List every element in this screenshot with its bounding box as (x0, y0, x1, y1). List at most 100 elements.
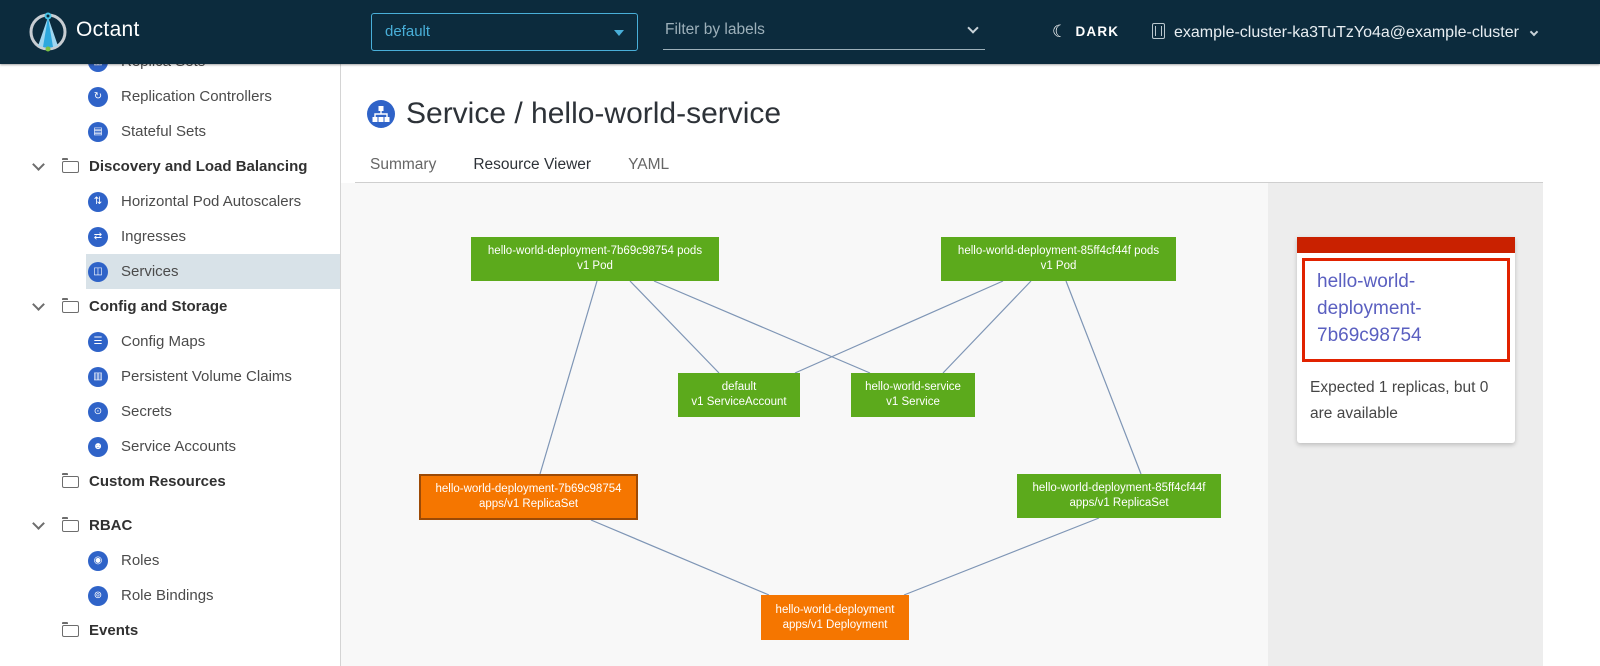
stateful-sets-icon: ▤ (88, 121, 108, 142)
app-title: Octant (76, 18, 140, 41)
sidebar-item-label: Secrets (121, 403, 172, 420)
folder-icon (62, 472, 79, 488)
sidebar-item-ingresses[interactable]: ⇄ Ingresses (86, 219, 340, 254)
node-label: hello-world-deployment-7b69c98754 (435, 483, 622, 495)
sidebar: ▦ Replica Sets ↻Replication Controllers ▤ St… (0, 64, 341, 666)
tab-yaml[interactable]: YAML (628, 156, 670, 173)
caret-down-icon (614, 30, 624, 36)
node-sublabel: v1 Pod (577, 260, 613, 272)
chevron-down-icon[interactable] (32, 298, 45, 311)
graph-edge (1065, 280, 1142, 475)
sidebar-item-label: Discovery and Load Balancing (89, 158, 308, 175)
sidebar-item-label: RBAC (89, 517, 133, 534)
graph-edge (590, 519, 770, 596)
config-maps-icon: ☰ (88, 331, 108, 352)
cluster-icon (1152, 23, 1165, 39)
sidebar-item-label: Services (121, 263, 179, 280)
sidebar-item-role-bindings[interactable]: ⊚ Role Bindings (86, 578, 340, 613)
sidebar-item-custom-resources[interactable]: Custom Resources (0, 464, 340, 499)
sidebar-item-label: Horizontal Pod Autoscalers (121, 193, 302, 210)
graph-edge (653, 280, 871, 374)
detail-panel: hello-world-deployment-7b69c98754 Expect… (1268, 183, 1543, 666)
theme-toggle[interactable]: ☾ DARK (1052, 21, 1119, 41)
service-accounts-icon: ☻ (88, 436, 108, 457)
graph-edge (539, 280, 598, 475)
graph-edges (539, 280, 1142, 596)
status-bar (1297, 237, 1515, 253)
roles-icon: ◉ (88, 550, 108, 571)
sidebar-item-label: Service Accounts (121, 438, 237, 455)
chevron-down-icon[interactable] (967, 22, 979, 34)
sidebar-item-label: Events (89, 622, 139, 639)
graph-edge (794, 280, 1004, 374)
node-sublabel: apps/v1 Deployment (782, 618, 888, 631)
persistent-volume-claims-icon: ▥ (88, 366, 108, 387)
sidebar-item-horizontal-pod-autoscalers[interactable]: ⇅ Horizontal Pod Autoscalers (86, 184, 340, 219)
sidebar-item-events[interactable]: Events (0, 613, 340, 648)
sidebar-item-label: Stateful Sets (121, 123, 207, 140)
folder-icon (62, 157, 79, 173)
resource-link[interactable]: hello-world-deployment-7b69c98754 (1317, 271, 1422, 346)
sidebar-item-label: Ingresses (121, 228, 187, 245)
graph-edge (903, 517, 1100, 596)
node-sublabel: apps/v1 ReplicaSet (1069, 497, 1169, 509)
node-label: hello-world-service (865, 381, 961, 393)
label-filter-input[interactable] (663, 14, 948, 46)
node-label: hello-world-deployment-7b69c98754 pods (487, 245, 703, 257)
sidebar-item-label: Roles (121, 552, 160, 569)
moon-icon: ☾ (1052, 22, 1069, 41)
secrets-icon: ⊙ (88, 401, 108, 422)
sidebar-item-label: Replica Sets (121, 64, 205, 70)
sidebar-item-services[interactable]: ◫ Services (86, 254, 340, 289)
chevron-down-icon[interactable] (32, 158, 45, 171)
theme-label: DARK (1075, 24, 1120, 39)
sidebar-item-discovery-and-load-balancing[interactable]: Discovery and Load Balancing (0, 149, 340, 184)
service-icon (367, 100, 395, 128)
label-filter (663, 14, 985, 50)
page-title: Service / hello-world-service (406, 97, 782, 130)
chevron-down-icon[interactable] (32, 517, 45, 530)
folder-icon (62, 516, 79, 532)
node-label: default (721, 381, 757, 393)
horizontal-pod-autoscalers-icon: ⇅ (88, 191, 108, 212)
sidebar-item-roles[interactable]: ◉ Roles (86, 543, 340, 578)
sidebar-item-persistent-volume-claims[interactable]: ▥ Persistent Volume Claims (86, 359, 340, 394)
tab-summary[interactable]: Summary (370, 156, 437, 173)
sidebar-item-config-maps[interactable]: ☰Config Maps (86, 324, 340, 359)
services-icon: ◫ (88, 261, 108, 282)
sidebar-item-rbac[interactable]: RBAC (0, 508, 340, 543)
graph-edge (629, 280, 720, 374)
sidebar-item-replica-sets[interactable]: ▦ Replica Sets (86, 64, 340, 79)
graph-node-rs-b[interactable]: hello-world-deployment-85ff4cf44f apps/v1… (1017, 474, 1221, 518)
status-card: hello-world-deployment-7b69c98754 Expect… (1297, 237, 1515, 443)
namespace-value: default (385, 23, 431, 40)
node-sublabel: apps/v1 ReplicaSet (478, 498, 579, 510)
namespace-dropdown[interactable]: default (371, 13, 638, 51)
node-label: hello-world-deployment-85ff4cf44f pods (957, 245, 1160, 257)
sidebar-item-label: Replication Controllers (121, 88, 272, 105)
sidebar-item-label: Role Bindings (121, 587, 214, 604)
resource-viewer-canvas: hello-world-deployment-7b69c98754 pods v1… (341, 183, 1268, 666)
sidebar-item-stateful-sets[interactable]: ▤ Stateful Sets (86, 114, 340, 149)
chevron-down-icon (1530, 27, 1539, 37)
ingresses-icon: ⇄ (88, 226, 108, 247)
sidebar-item-replication-controllers[interactable]: ↻Replication Controllers (86, 79, 340, 114)
sidebar-item-label: Persistent Volume Claims (121, 368, 292, 385)
sidebar-item-label: Config and Storage (89, 298, 228, 315)
sidebar-item-secrets[interactable]: ⊙ Secrets (86, 394, 340, 429)
sidebar-item-service-accounts[interactable]: ☻ Service Accounts (86, 429, 340, 464)
cluster-selector[interactable]: example-cluster-ka3TuTzYo4a@example-clus… (1152, 21, 1539, 42)
selected-resource-box: hello-world-deployment-7b69c98754 (1302, 258, 1510, 362)
sidebar-nav: ▦ Replica Sets ↻Replication Controllers ▤ St… (0, 64, 340, 648)
role-bindings-icon: ⊚ (88, 585, 108, 606)
sidebar-item-config-and-storage[interactable]: Config and Storage (0, 289, 340, 324)
replica-sets-icon: ▦ (88, 64, 108, 72)
node-label: hello-world-deployment-85ff4cf44f (1032, 482, 1206, 494)
graph-edge (942, 280, 1032, 374)
graph-node-pod-a[interactable]: hello-world-deployment-7b69c98754 pods v1… (471, 237, 719, 281)
graph-node-rs-a[interactable]: hello-world-deployment-7b69c98754 apps/v1… (419, 474, 638, 520)
